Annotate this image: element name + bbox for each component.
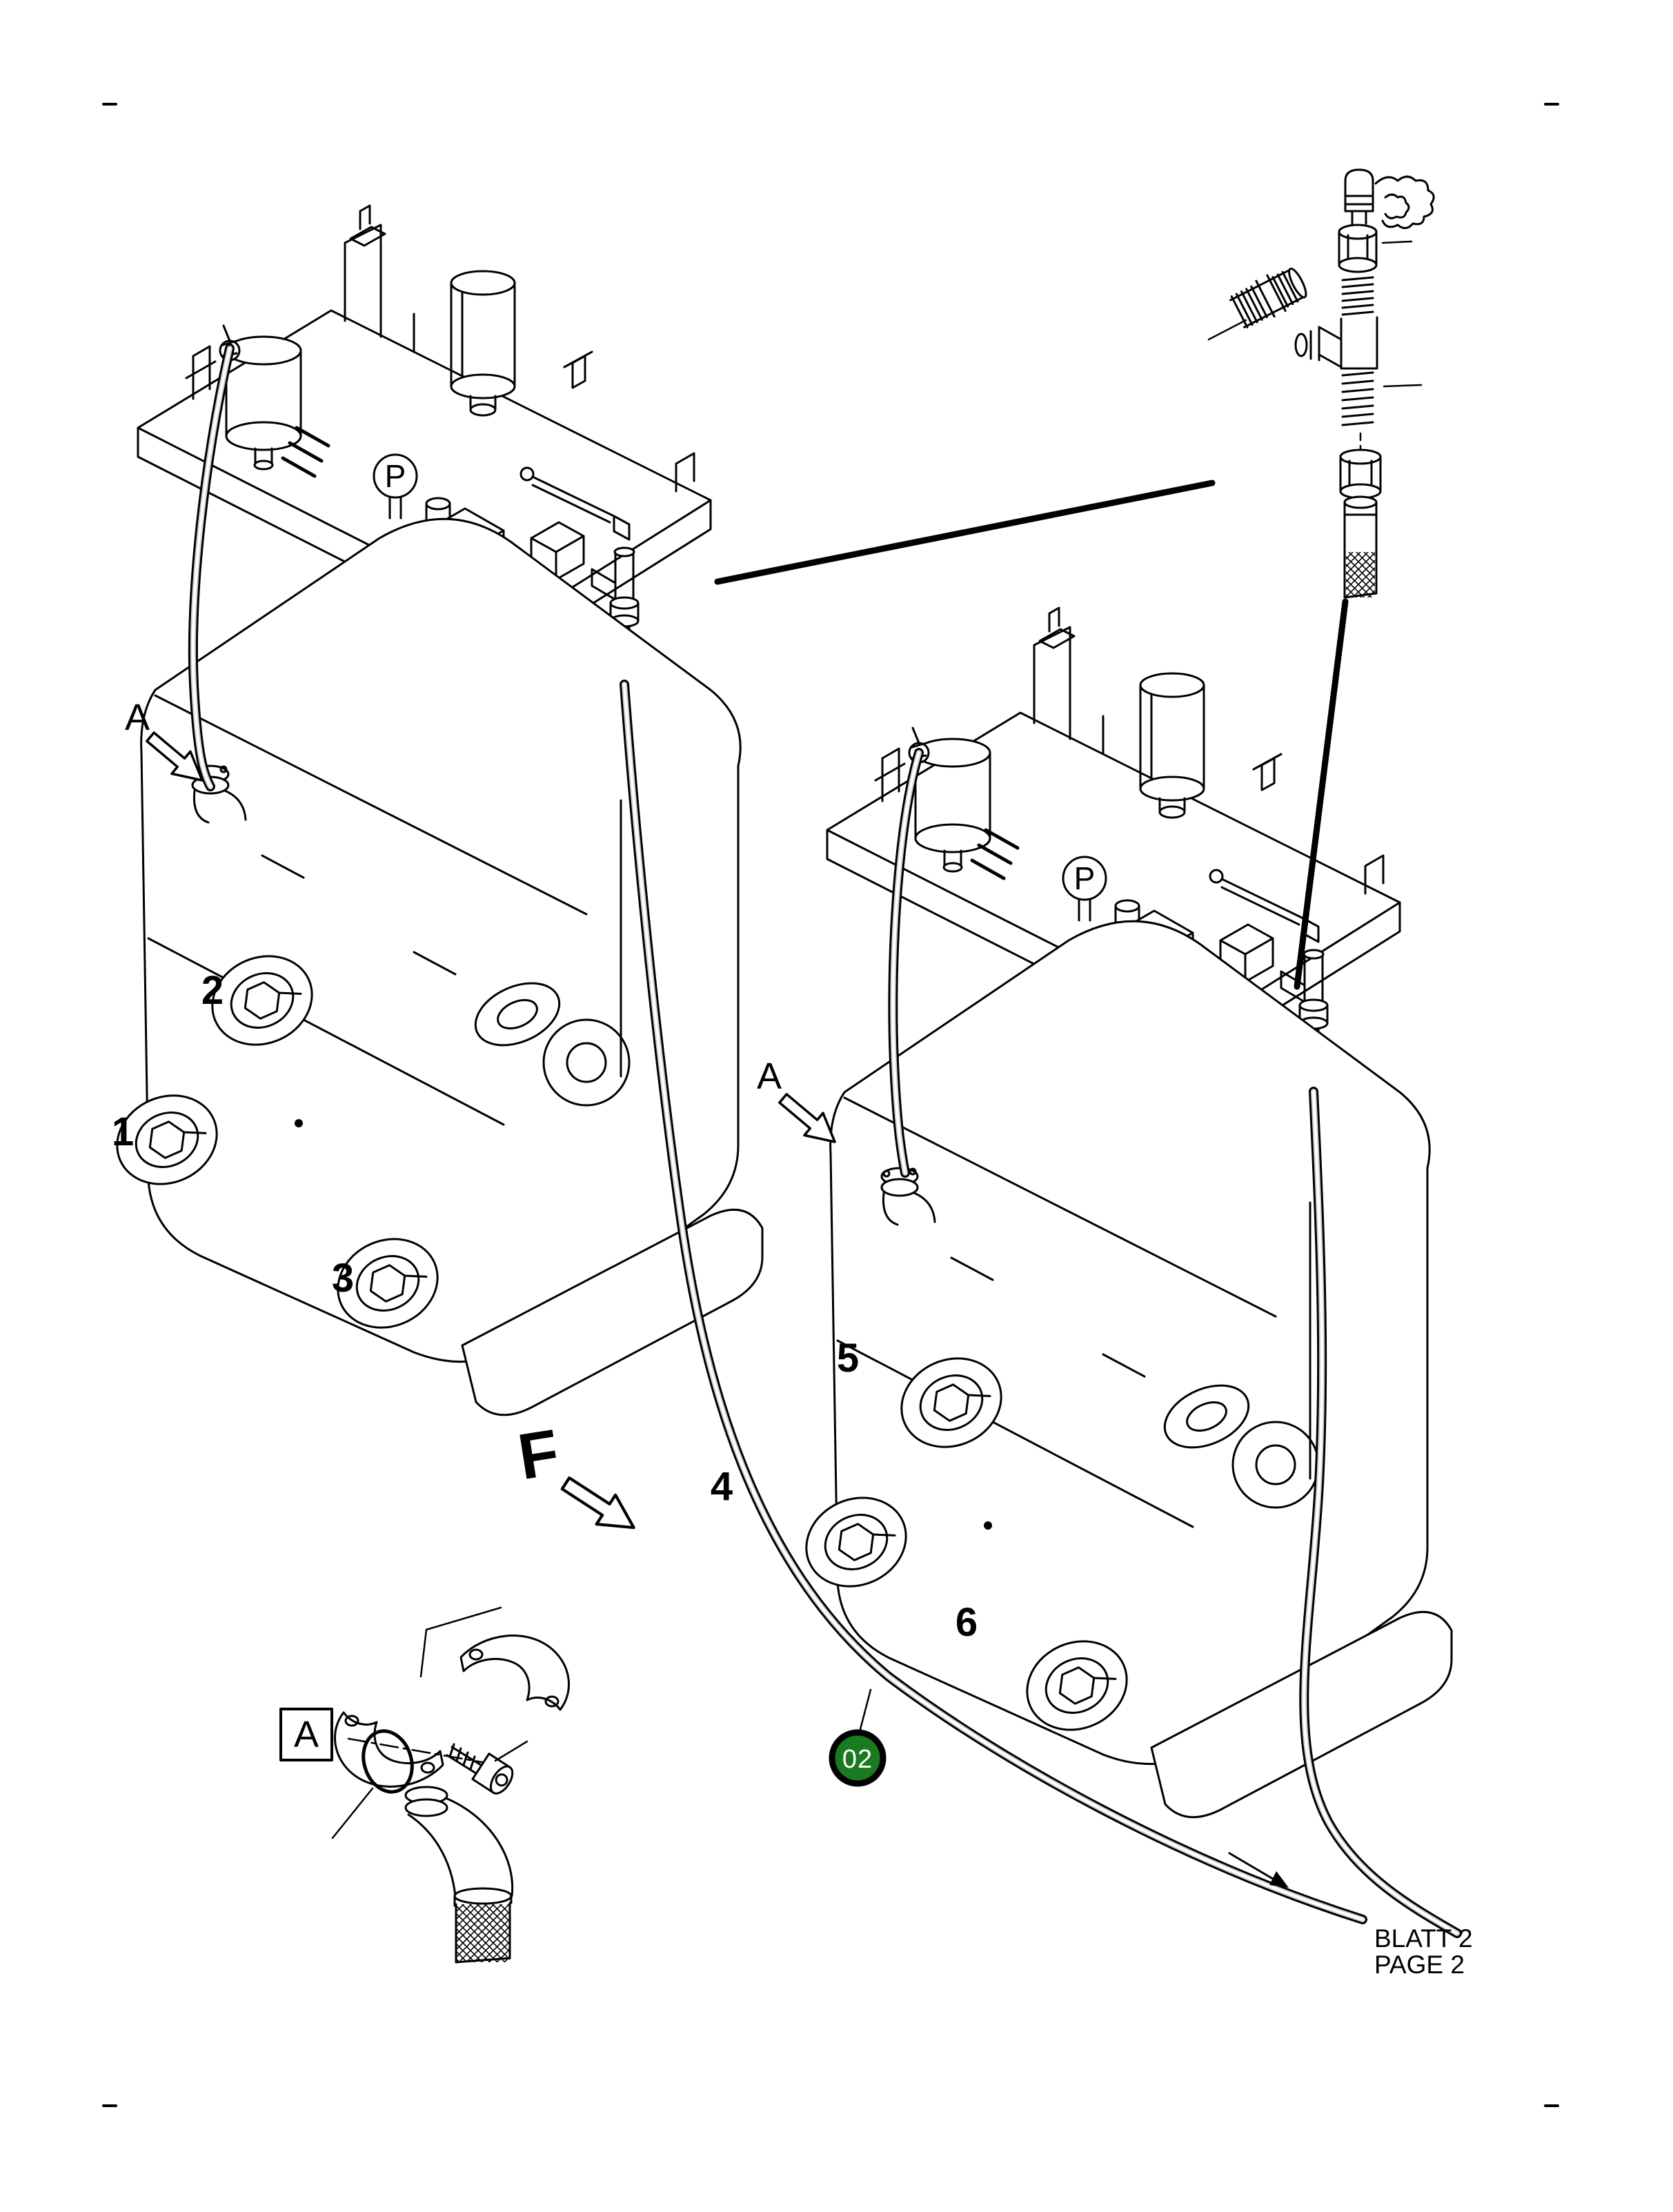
section-label-right: A bbox=[757, 1056, 846, 1154]
callout-6: 6 bbox=[956, 1600, 978, 1645]
hose-right-test-line bbox=[1299, 1087, 1462, 1938]
callout-numbers: 1 2 3 4 5 6 bbox=[112, 968, 978, 1645]
flow-direction-arrow-icon bbox=[1228, 1852, 1289, 1888]
pump-assembly-left bbox=[103, 206, 762, 1415]
direction-view-text: F bbox=[513, 1415, 564, 1493]
callout-3: 3 bbox=[332, 1256, 354, 1301]
callout-5: 5 bbox=[837, 1336, 859, 1381]
revision-badge-circle bbox=[829, 1729, 887, 1787]
callout-2: 2 bbox=[201, 968, 224, 1013]
callout-1: 1 bbox=[112, 1109, 134, 1154]
hose-left-test-line bbox=[620, 680, 1367, 1924]
hose-left-inlet bbox=[188, 344, 235, 791]
detail-leader-lines bbox=[714, 480, 1349, 990]
revision-badge-text: 02 bbox=[842, 1745, 873, 1774]
hose-right-inlet bbox=[888, 748, 924, 1178]
detail-box-text: A bbox=[294, 1714, 319, 1755]
direction-view-arrow-icon bbox=[556, 1469, 643, 1542]
section-label-right-text: A bbox=[757, 1056, 782, 1097]
revision-badge: 02 bbox=[829, 1688, 887, 1787]
detail-box-label: A bbox=[279, 1708, 333, 1761]
callout-4: 4 bbox=[711, 1464, 733, 1509]
gauge-label-right: P bbox=[1074, 860, 1096, 896]
section-label-left: A bbox=[125, 697, 213, 793]
sheet-ref-line2: PAGE 2 bbox=[1374, 1951, 1465, 1979]
sheet-ref-line1: BLATT 2 bbox=[1374, 1924, 1473, 1953]
sheet-reference: BLATT 2 PAGE 2 bbox=[1374, 1924, 1473, 1979]
pump-assembly-right bbox=[792, 608, 1452, 1817]
test-fitting-detail-inset bbox=[1207, 168, 1435, 599]
direction-view-label: F bbox=[513, 1415, 643, 1542]
gauge-label-left: P bbox=[385, 458, 406, 494]
clamp-detail bbox=[331, 1606, 570, 1964]
section-label-left-text: A bbox=[125, 697, 150, 738]
gauge-labels: P P bbox=[385, 458, 1096, 896]
registration-marks bbox=[102, 103, 1559, 2107]
